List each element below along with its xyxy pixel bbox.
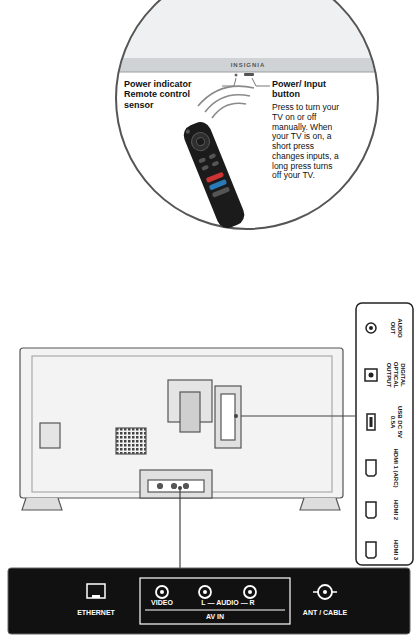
port-label: ETHERNET bbox=[77, 609, 115, 617]
side-panel: AUDIO OUT DIGITAL OPTICAL OUTPUT USB DC 5V… bbox=[356, 303, 413, 565]
port-label: HDMI 1 (ARC) bbox=[393, 449, 400, 488]
port-label: HDMI 2 bbox=[393, 500, 400, 520]
av-in-group: VIDEO L — AUDIO — R AV IN bbox=[140, 578, 290, 624]
port-label: USB DC 5V 0.5A bbox=[389, 402, 403, 442]
tv-rear bbox=[20, 348, 343, 510]
port-label: L — AUDIO — R bbox=[201, 599, 254, 607]
port-label: ANT / CABLE bbox=[303, 609, 347, 617]
zoom-callout: INSIGNIA Power indicator Remote control s… bbox=[116, 0, 378, 229]
brand-name: INSIGNIA bbox=[231, 62, 266, 69]
bottom-jack-panel bbox=[8, 568, 410, 634]
port-label: HDMI 3 bbox=[393, 540, 400, 560]
side-jack-panel bbox=[356, 303, 413, 565]
port-label: DIGITAL OPTICAL OUTPUT bbox=[386, 354, 407, 396]
zoom-view bbox=[100, 0, 400, 231]
port-label: AUDIO OUT bbox=[389, 313, 403, 343]
group-label: AV IN bbox=[203, 613, 227, 621]
bottom-panel: ETHERNET ANT / CABLE VIDEO L — AUDIO — R AV … bbox=[8, 568, 410, 634]
part-label: Power indicator Remote control sensor bbox=[124, 79, 222, 110]
description-text: Press to turn your TV on or off manually… bbox=[272, 103, 344, 181]
port-label: VIDEO bbox=[151, 599, 173, 607]
part-label: Power/ Input button bbox=[272, 79, 340, 100]
